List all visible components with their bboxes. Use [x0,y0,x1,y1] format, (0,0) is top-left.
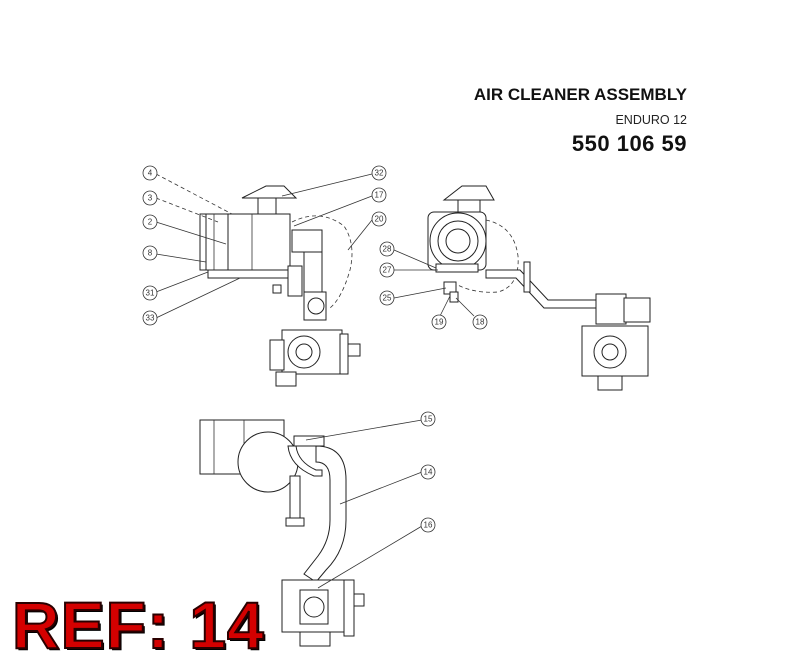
callout-28: 28 [379,241,395,257]
part-number: 550 106 59 [571,131,687,156]
callout-19: 19 [431,314,447,330]
bottom-view-assembly [199,419,365,647]
side-view-assembly [199,185,361,387]
callout-16: 16 [420,517,436,533]
callout-25: 25 [379,290,395,306]
svg-text:31: 31 [146,289,155,298]
svg-text:18: 18 [476,318,485,327]
front-view-assembly [427,185,651,391]
svg-text:20: 20 [375,215,384,224]
svg-text:16: 16 [424,521,433,530]
svg-text:4: 4 [148,169,153,178]
callout-3: 3 [142,190,158,206]
callout-15: 15 [420,411,436,427]
svg-text:32: 32 [375,169,384,178]
callout-18: 18 [472,314,488,330]
svg-text:25: 25 [383,294,392,303]
callout-33: 33 [142,310,158,326]
callout-32: 32 [371,165,387,181]
callout-17: 17 [371,187,387,203]
svg-text:27: 27 [383,266,392,275]
callout-14: 14 [420,464,436,480]
svg-text:15: 15 [424,415,433,424]
callout-31: 31 [142,285,158,301]
callout-8: 8 [142,245,158,261]
ref-label: REF: 14 [11,588,265,662]
model-name: ENDURO 12 [615,113,687,127]
svg-text:14: 14 [424,468,433,477]
callout-20: 20 [371,211,387,227]
callout-2: 2 [142,214,158,230]
leader-lines [155,173,475,589]
callout-27: 27 [379,262,395,278]
svg-text:3: 3 [148,194,153,203]
diagram-title: AIR CLEANER ASSEMBLY [473,85,687,104]
svg-text:17: 17 [375,191,384,200]
callout-4: 4 [142,165,158,181]
svg-text:33: 33 [146,314,155,323]
svg-text:28: 28 [383,245,392,254]
svg-text:2: 2 [148,218,153,227]
svg-text:8: 8 [148,249,153,258]
svg-text:19: 19 [435,318,444,327]
